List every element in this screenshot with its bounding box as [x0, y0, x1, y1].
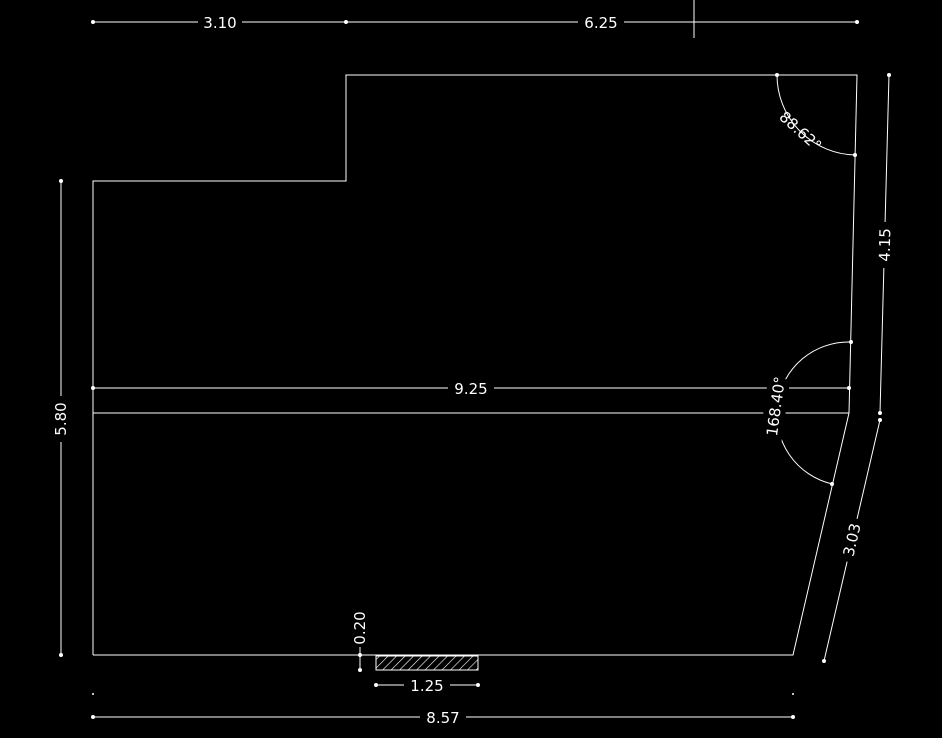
angle-arc-top-right [776, 74, 856, 156]
angle-top-right-label: 88.62° [776, 108, 826, 155]
dimension-bottom-width: 8.57 [426, 709, 459, 727]
dimension-notch-height: 0.20 [351, 611, 369, 644]
dimension-top-left: 3.10 [203, 14, 236, 32]
hatched-threshold [375, 655, 479, 671]
dimension-notch-width: 1.25 [410, 677, 443, 695]
dimension-middle-width: 9.25 [454, 380, 487, 398]
dimension-right-upper: 4.15 [876, 228, 895, 262]
dimension-left-height: 5.80 [52, 402, 70, 435]
dimension-top-right: 6.25 [584, 14, 617, 32]
room-outline [92, 74, 858, 656]
